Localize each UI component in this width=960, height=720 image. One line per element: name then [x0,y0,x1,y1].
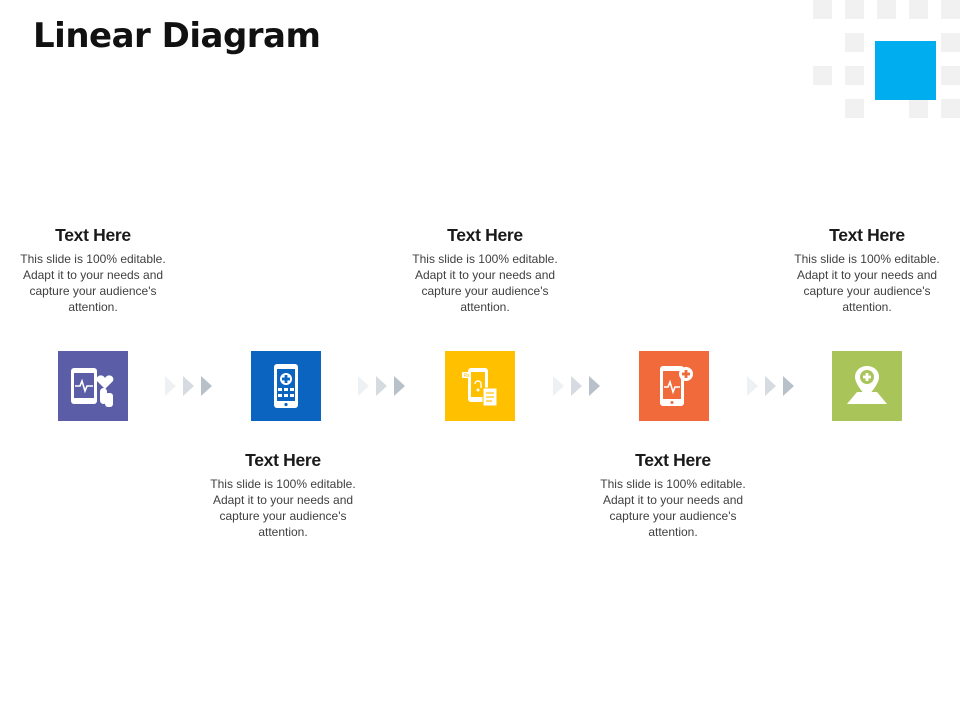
step-2-body: This slide is 100% editable. Adapt it to… [210,477,356,539]
flow-arrow-chevrons [553,376,603,396]
step-1-heading: Text Here [55,225,131,245]
step-5-body: This slide is 100% editable. Adapt it to… [794,252,940,314]
accent-square [875,41,936,100]
flow-arrow-chevrons [358,376,408,396]
mobile-medical-app-icon [251,351,321,421]
flow-arrow-chevrons [165,376,215,396]
medical-location-map-icon [832,351,902,421]
mobile-prescription-icon: Rx [445,351,515,421]
step-5-heading: Text Here [829,225,905,245]
slide-title: Linear Diagram [33,16,321,56]
svg-text:Rx: Rx [463,373,470,379]
flow-arrow-chevrons [747,376,797,396]
step-4-heading: Text Here [635,450,711,470]
step-3-body: This slide is 100% editable. Adapt it to… [412,252,558,314]
step-2-text: Text Here This slide is 100% editable. A… [203,449,363,540]
step-1-text: Text Here This slide is 100% editable. A… [13,224,173,315]
step-1-body: This slide is 100% editable. Adapt it to… [20,252,166,314]
step-5-text: Text Here This slide is 100% editable. A… [787,224,947,315]
step-3-text: Text Here This slide is 100% editable. A… [405,224,565,315]
tablet-heart-touch-icon [58,351,128,421]
step-3-heading: Text Here [447,225,523,245]
step-4-body: This slide is 100% editable. Adapt it to… [600,477,746,539]
step-2-heading: Text Here [245,450,321,470]
step-4-text: Text Here This slide is 100% editable. A… [593,449,753,540]
mobile-heartbeat-icon [639,351,709,421]
